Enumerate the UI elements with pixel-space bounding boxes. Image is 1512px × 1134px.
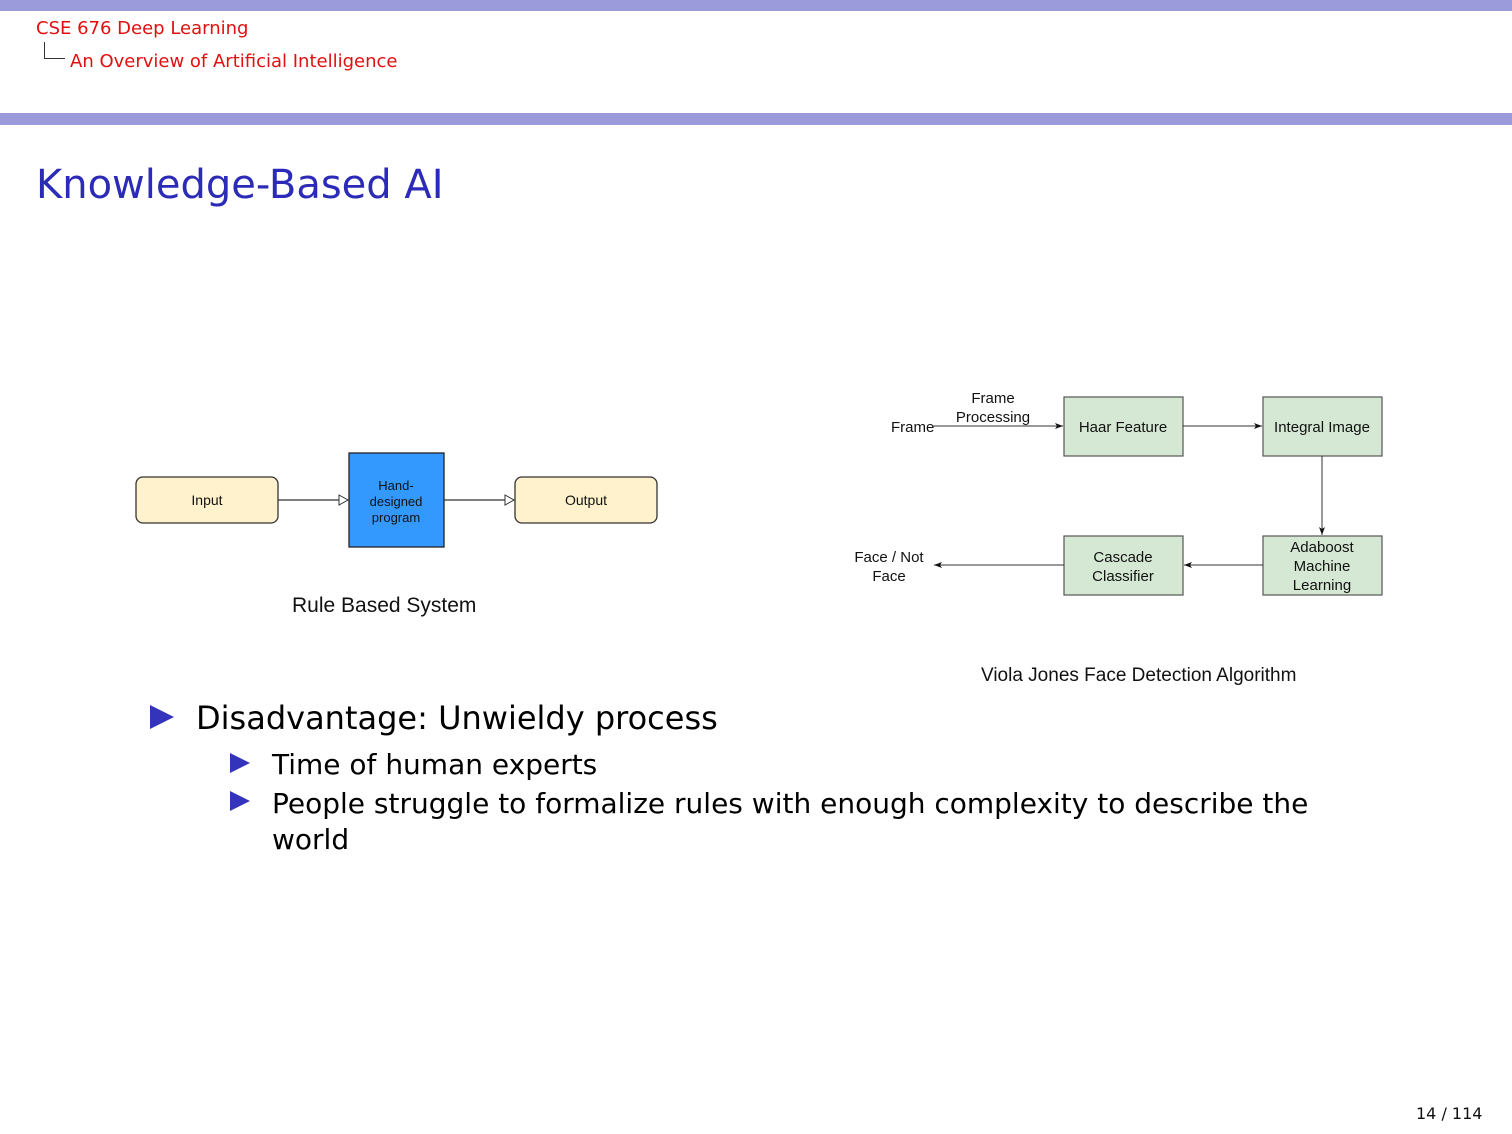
program-label-line3: program xyxy=(372,510,420,525)
face-output-line1: Face / Not xyxy=(854,549,924,566)
program-label-line2: designed xyxy=(370,494,423,509)
header-course-title: CSE 676 Deep Learning xyxy=(36,18,249,39)
slide-title: Knowledge-Based AI xyxy=(36,162,444,208)
adaboost-label-line3: Learning xyxy=(1293,577,1351,594)
adaboost-label-line2: Machine xyxy=(1294,558,1351,575)
top-accent-bar xyxy=(0,0,1512,11)
bullet-disadvantage-text: Disadvantage: Unwieldy process xyxy=(196,699,718,737)
page-number: 14 / 114 xyxy=(1416,1104,1483,1123)
program-box xyxy=(348,452,445,548)
frame-processing-line2: Processing xyxy=(956,409,1030,426)
header-divider-bar xyxy=(0,113,1512,125)
viola-jones-diagram: Frame Frame Processing Haar Feature Inte… xyxy=(854,390,1383,596)
cascade-label-line1: Cascade xyxy=(1093,549,1152,566)
rule-based-caption: Rule Based System xyxy=(292,594,477,617)
cascade-label-line2: Classifier xyxy=(1092,568,1154,585)
frame-processing-line1: Frame xyxy=(971,390,1014,407)
frame-input-label: Frame xyxy=(891,419,934,436)
sub-bullet-formalize-rules-text: People struggle to formalize rules with … xyxy=(272,787,1309,820)
header-section-title: An Overview of Artificial Intelligence xyxy=(70,51,398,72)
haar-feature-label: Haar Feature xyxy=(1079,419,1167,436)
output-box xyxy=(514,476,658,524)
sub-bullet-triangle-icon xyxy=(230,791,250,811)
sub-bullet-human-experts-text: Time of human experts xyxy=(272,748,598,781)
integral-image-box xyxy=(1262,396,1383,457)
tree-connector-icon xyxy=(44,42,65,59)
adaboost-label-line1: Adaboost xyxy=(1290,539,1354,556)
output-label: Output xyxy=(565,492,607,508)
sub-bullet-formalize-rules-text-cont: world xyxy=(272,823,350,856)
integral-image-label: Integral Image xyxy=(1274,419,1370,436)
haar-feature-box xyxy=(1063,396,1184,457)
face-output-line2: Face xyxy=(872,568,905,585)
program-label-line1: Hand- xyxy=(378,478,413,493)
adaboost-box xyxy=(1262,535,1383,596)
bullet-triangle-icon xyxy=(150,705,174,729)
cascade-classifier-box xyxy=(1063,535,1184,596)
sub-bullet-triangle-icon xyxy=(230,753,250,773)
viola-jones-caption: Viola Jones Face Detection Algorithm xyxy=(981,665,1297,686)
rule-based-diagram: Input Hand- designed program Output xyxy=(135,452,658,548)
input-label: Input xyxy=(191,492,222,508)
